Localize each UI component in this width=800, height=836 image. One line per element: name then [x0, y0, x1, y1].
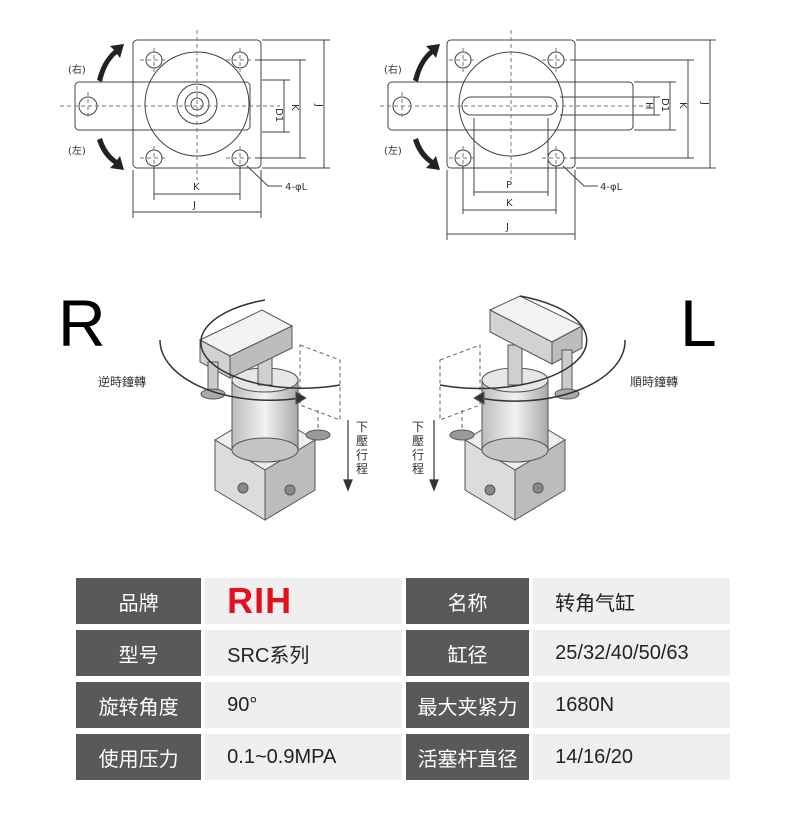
right-bottom-k: K: [506, 198, 513, 209]
spec-label: 缸径: [405, 630, 530, 676]
right-bottom-j: J: [505, 222, 509, 233]
left-dim-d1: D1: [273, 108, 284, 122]
left-dim-j: J: [313, 103, 324, 107]
clockwise-caption: 順時鐘轉: [630, 375, 679, 389]
rotation-letter-r: R: [58, 286, 106, 360]
spec-row: 使用压力 0.1~0.9MPA 活塞杆直径 14/16/20: [76, 734, 730, 780]
cylinder-l: [439, 295, 626, 521]
rotate-left-arrow-icon: [97, 138, 124, 170]
spec-value: 转角气缸: [533, 578, 730, 624]
left-rotate-left-text: (左): [68, 144, 86, 157]
right-holes-label: 4-φL: [600, 182, 623, 193]
left-dim-k: K: [289, 104, 300, 111]
spec-label: 名称: [405, 578, 530, 624]
rotation-letter-l: L: [680, 286, 717, 360]
left-rotate-right-text: (右): [68, 63, 86, 76]
spec-value: SRC系列: [205, 630, 402, 676]
spec-value: 1680N: [533, 682, 730, 728]
right-drawing: [380, 30, 716, 240]
spec-label: 旋转角度: [76, 682, 202, 728]
spec-row: 旋转角度 90° 最大夹紧力 1680N: [76, 682, 730, 728]
spec-label: 最大夹紧力: [405, 682, 530, 728]
technical-drawings: (右) (左) D1 K J K J 4-φL (右) (左) H D1 K J…: [60, 30, 716, 240]
rotate-left-arrow-icon: [413, 138, 440, 170]
spec-table: 品牌 RIH 名称 转角气缸 型号 SRC系列 缸径 25/32/40/50/6…: [76, 578, 730, 786]
brand-logo: RIH: [205, 578, 402, 624]
rotate-right-arrow-icon: [97, 44, 124, 82]
spec-value: 14/16/20: [533, 734, 730, 780]
rotate-right-arrow-icon: [413, 44, 440, 82]
right-dim-j: J: [699, 101, 710, 105]
cylinder-illustrations: [159, 295, 626, 521]
left-bottom-j: J: [192, 200, 196, 211]
right-rotate-left-text: (左): [384, 144, 402, 157]
right-rotate-right-text: (右): [384, 63, 402, 76]
spec-label: 活塞杆直径: [405, 734, 530, 780]
left-holes-label: 4-φL: [285, 182, 308, 193]
cylinder-r: [159, 299, 341, 521]
spec-label: 品牌: [76, 578, 202, 624]
brand-text: RIH: [227, 580, 293, 621]
spec-row: 型号 SRC系列 缸径 25/32/40/50/63: [76, 630, 730, 676]
right-dim-h: H: [643, 102, 654, 110]
right-dim-k: K: [677, 102, 688, 109]
left-bottom-k: K: [193, 182, 200, 193]
right-dim-d1: D1: [659, 98, 670, 112]
spec-value: 90°: [205, 682, 402, 728]
stroke-caption-right: 下壓行程: [412, 420, 425, 476]
left-drawing: [60, 30, 330, 218]
spec-row: 品牌 RIH 名称 转角气缸: [76, 578, 730, 624]
spec-label: 使用压力: [76, 734, 202, 780]
spec-value: 25/32/40/50/63: [533, 630, 730, 676]
right-bottom-p: P: [506, 180, 512, 191]
counterclockwise-caption: 逆時鐘轉: [98, 375, 147, 389]
spec-label: 型号: [76, 630, 202, 676]
stroke-caption-left: 下壓行程: [356, 420, 369, 476]
spec-value: 0.1~0.9MPA: [205, 734, 402, 780]
